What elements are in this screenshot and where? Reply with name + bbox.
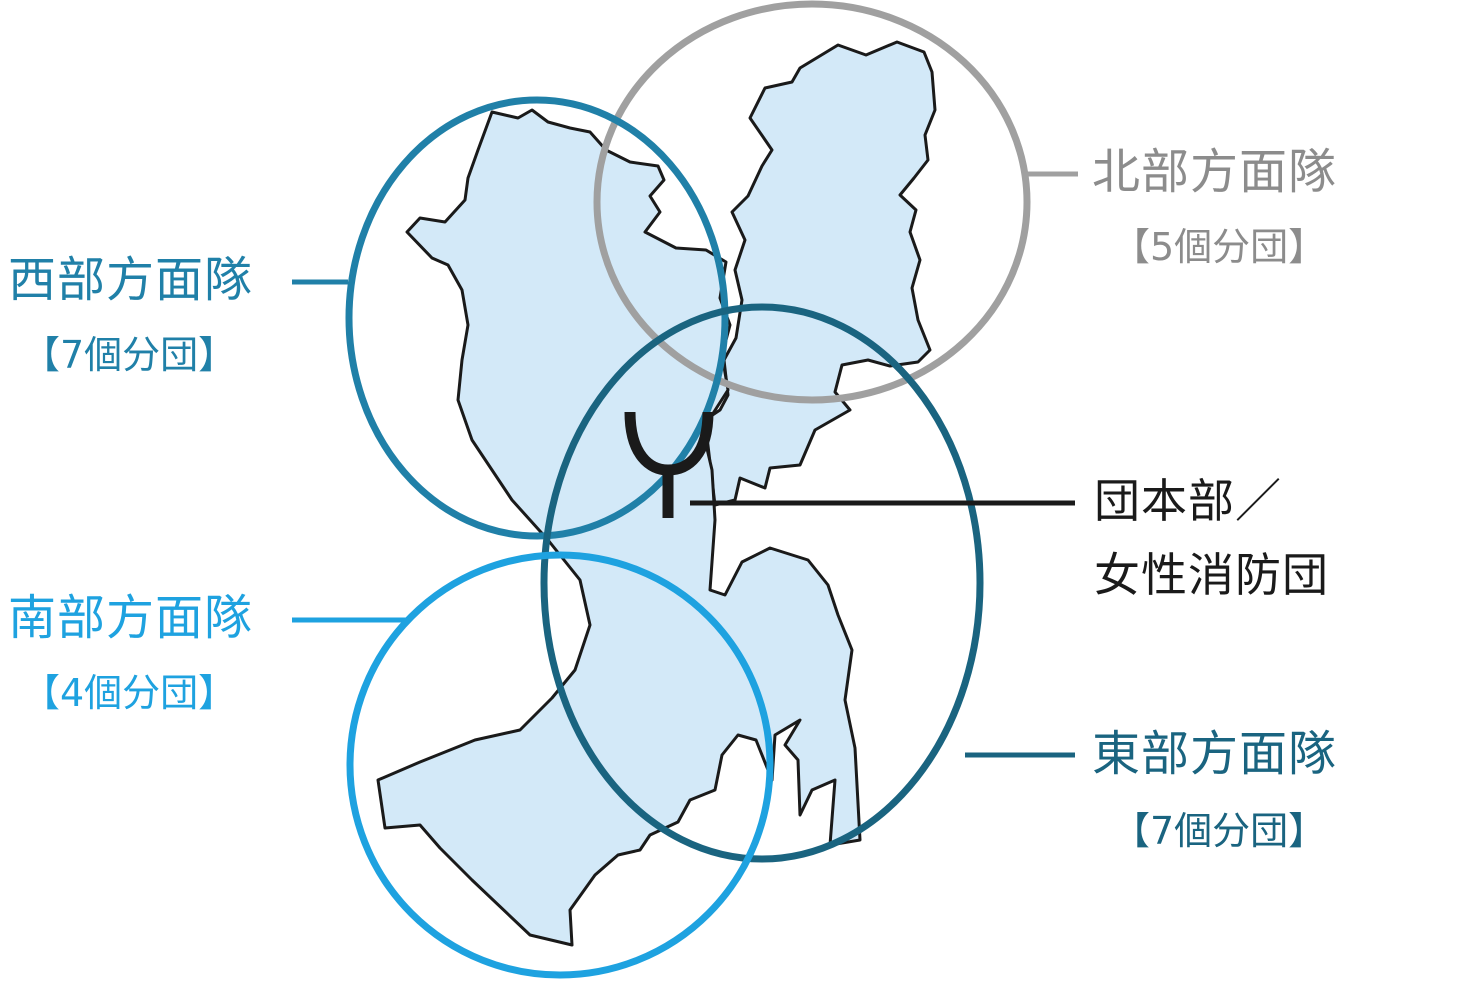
north-region-circle [593,0,1031,404]
land-west-south [376,108,862,947]
west-region-circle [345,96,729,540]
east-region-count: 【7個分団】 [1112,809,1327,853]
south-region-circle [346,551,774,979]
east-region-circle [540,303,984,863]
south-region-count: 【4個分団】 [22,671,237,715]
north-region-name: 北部方面隊 [1092,144,1338,200]
west-region-name: 西部方面隊 [8,252,254,308]
south-region-name: 南部方面隊 [8,590,254,646]
north-region-count: 【5個分団】 [1112,225,1327,269]
east-region-name: 東部方面隊 [1092,726,1338,782]
west-region-count: 【7個分団】 [22,333,237,377]
fire-station-map-symbol-icon [624,411,714,518]
hq-label-line2: 女性消防団 [1094,548,1329,602]
land-north [703,40,937,507]
hq-label-line1: 団本部／ [1094,474,1282,528]
